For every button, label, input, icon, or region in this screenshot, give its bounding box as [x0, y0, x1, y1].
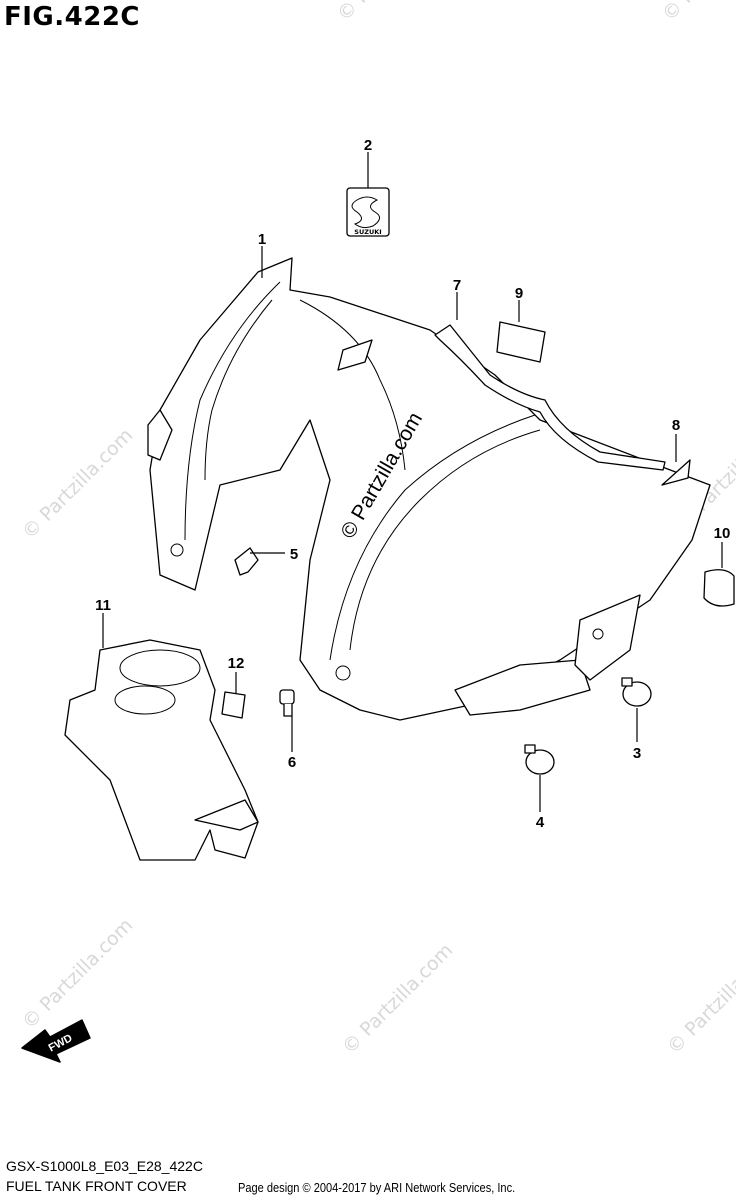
watermark-text: © Partzilla.com	[658, 0, 736, 26]
part-11-inner-cover	[64, 639, 259, 861]
callout-4: 4	[536, 814, 545, 831]
callout-12: 12	[228, 655, 245, 672]
callout-9: 9	[515, 285, 523, 302]
part-3-screw	[621, 677, 652, 707]
callout-labels: 1 2 3 4 5 6 7 8 9 10 11 12	[95, 137, 730, 831]
callout-10: 10	[714, 525, 731, 542]
callout-3: 3	[633, 745, 641, 762]
part-9-pad	[496, 321, 546, 363]
watermark-text: © Partzilla.com	[333, 0, 452, 26]
callout-11: 11	[95, 597, 111, 614]
fwd-arrow: FWD	[21, 1019, 91, 1063]
callout-6: 6	[288, 754, 296, 771]
watermark-text: © Partzilla.com	[18, 424, 137, 543]
part-1-front-cover	[147, 257, 711, 721]
callout-1: 1	[258, 231, 266, 248]
leader-lines	[102, 152, 723, 812]
part-7-seal-strip	[434, 324, 666, 471]
emblem-brand-text: SUZUKI	[354, 228, 381, 236]
watermark-text: © Partzilla.com	[18, 914, 137, 1033]
part-8-pad	[661, 459, 691, 486]
part-6-rivet	[279, 689, 295, 717]
part-10-cushion	[703, 569, 735, 607]
figure-name: FUEL TANK FRONT COVER	[6, 1178, 187, 1194]
part-5-clip-nut	[234, 547, 259, 576]
copyright-text: Page design © 2004-2017 by ARI Network S…	[238, 1180, 516, 1195]
part-4-screw	[524, 744, 555, 775]
watermark-text: © Partzilla.com	[663, 939, 736, 1058]
figure-code: GSX-S1000L8_E03_E28_422C	[6, 1158, 203, 1174]
callout-8: 8	[672, 417, 680, 434]
callout-5: 5	[290, 546, 298, 563]
callout-2: 2	[364, 137, 372, 154]
callout-7: 7	[453, 277, 461, 294]
part-12-pad	[221, 691, 246, 719]
part-2-emblem: SUZUKI	[346, 187, 390, 237]
figure-title: FIG.422C	[4, 2, 141, 32]
watermark-text: © Partzilla.com	[338, 939, 457, 1058]
